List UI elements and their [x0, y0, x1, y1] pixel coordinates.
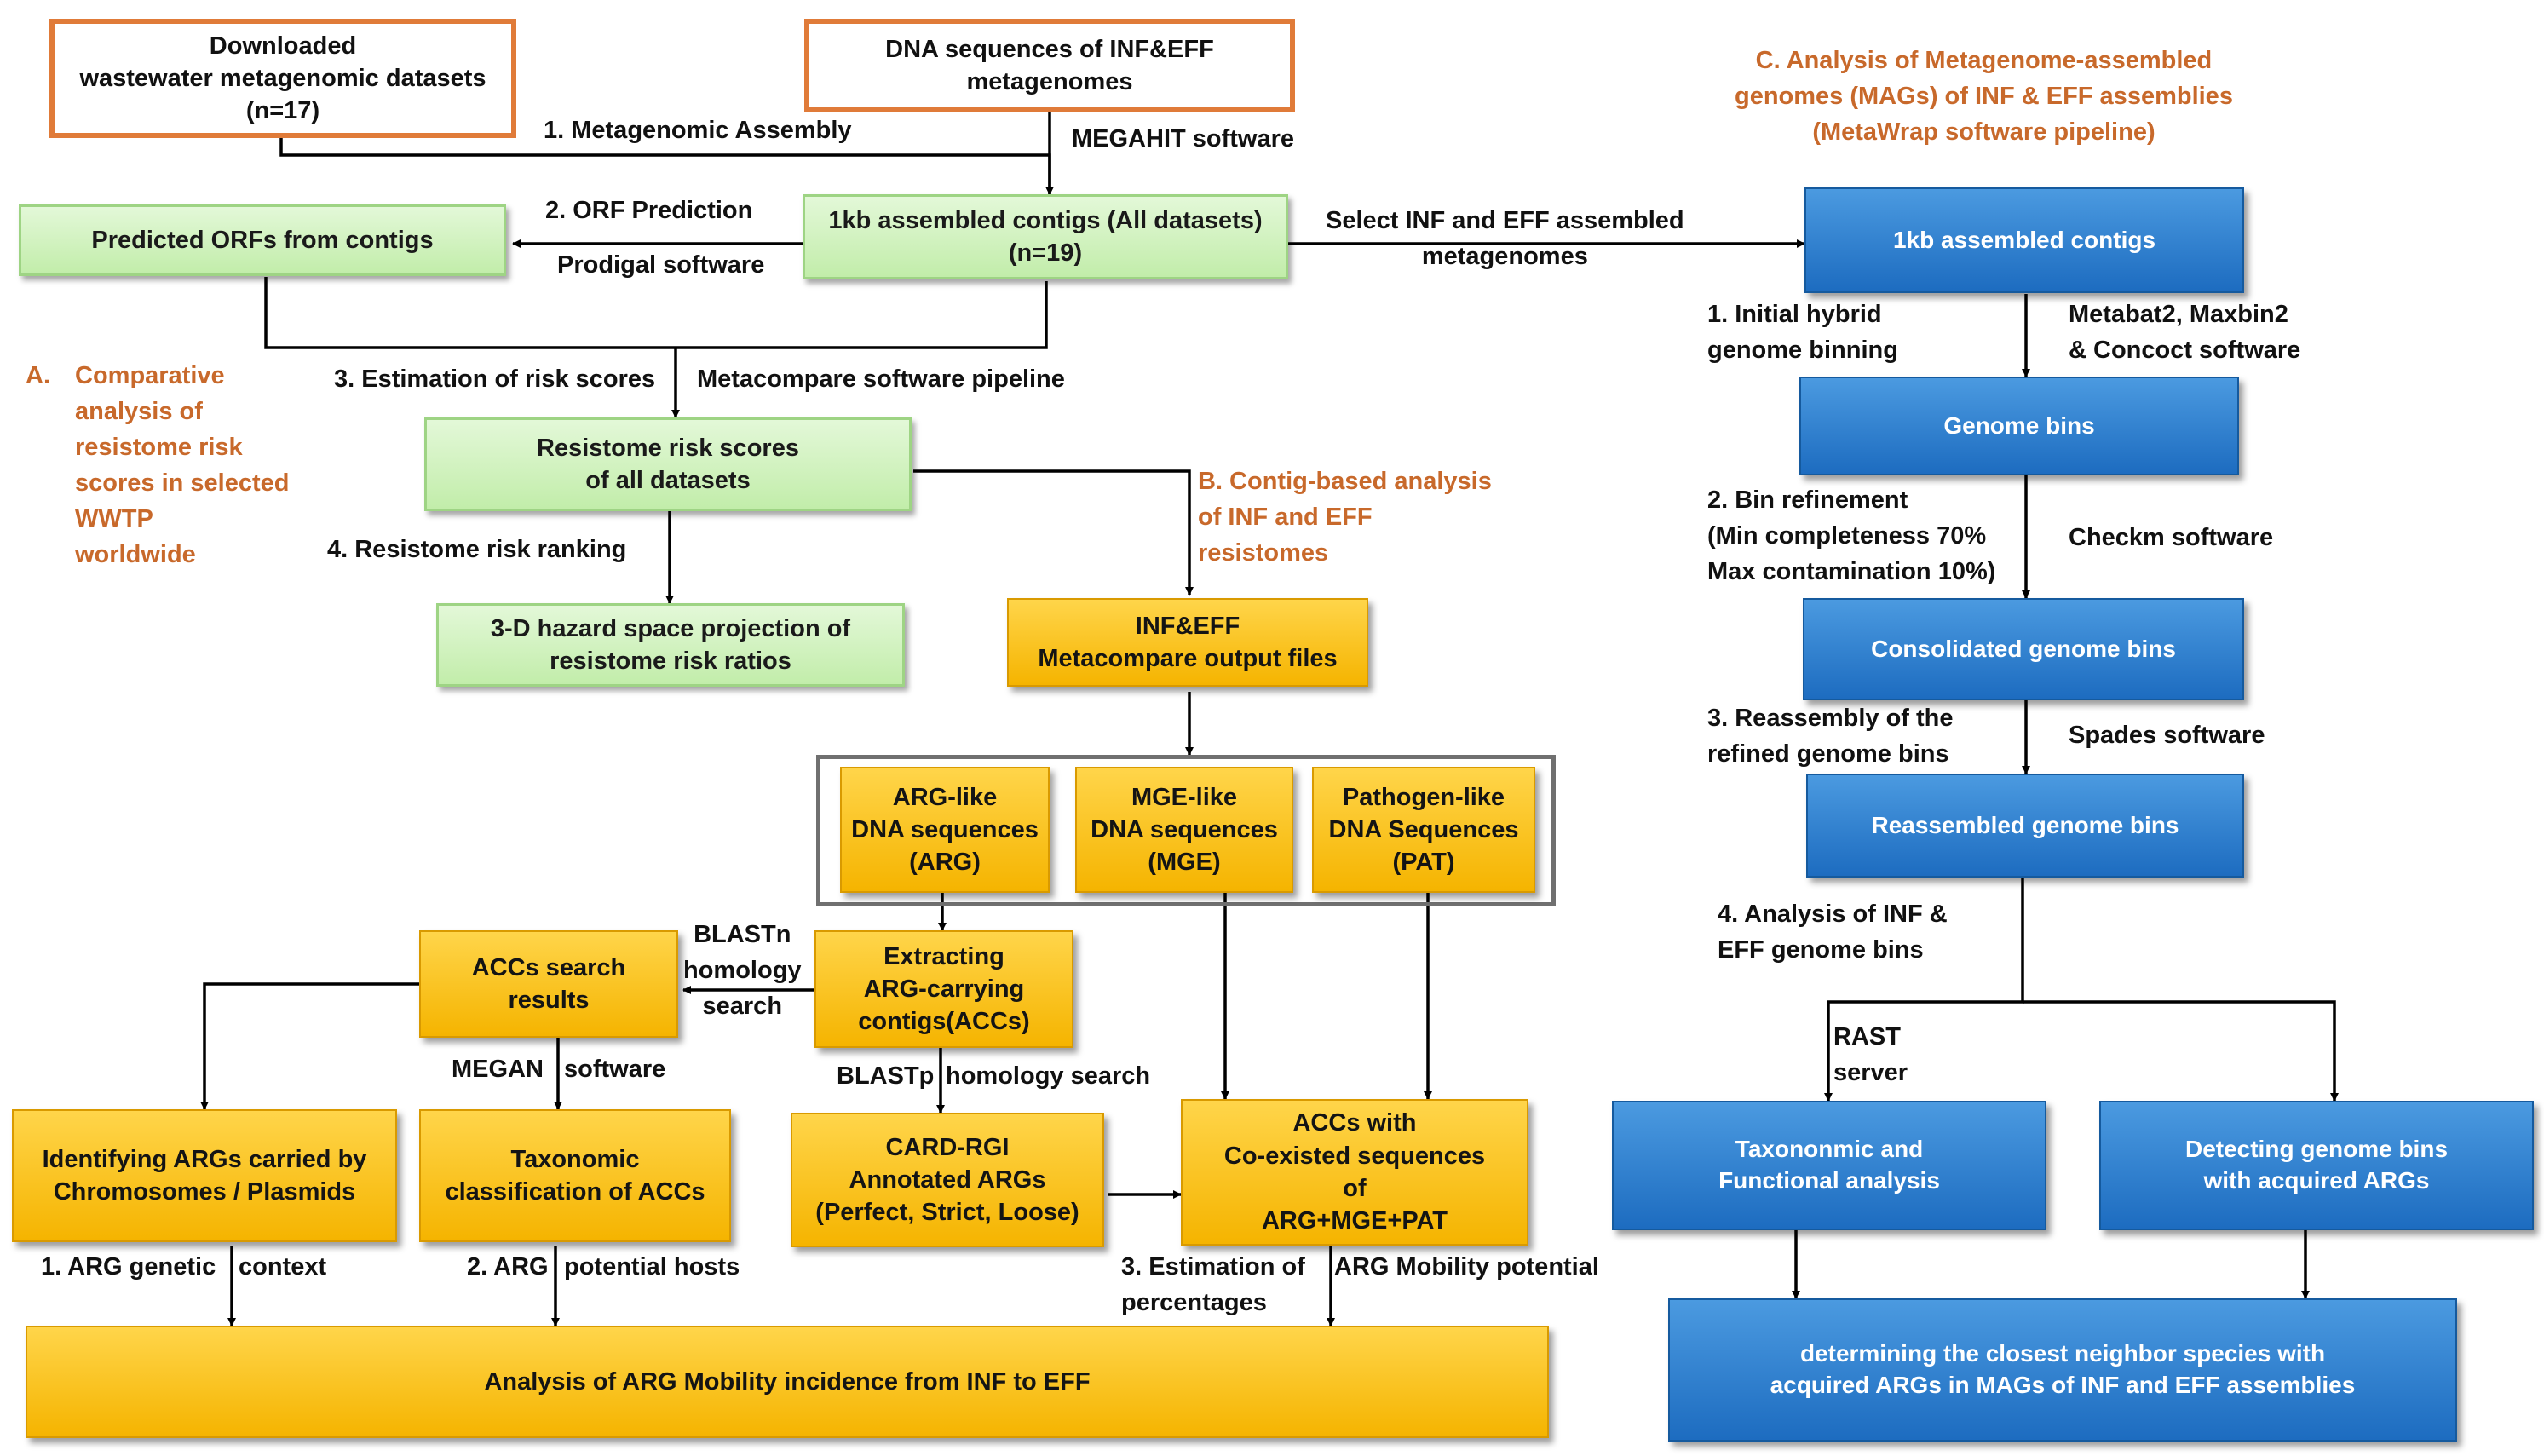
arrow-to-identify [200, 982, 419, 1110]
assembled-contigs-box: 1kb assembled contigs (All datasets) (n=… [803, 194, 1288, 279]
predicted-orfs-box: Predicted ORFs from contigs [19, 204, 506, 276]
label-hybrid-binning: 1. Initial hybrid genome binning [1707, 301, 1898, 365]
label-select-assemblies: Select INF and EFF assembled metagenomes [1326, 207, 1684, 271]
label-estimation-percentages: 3. Estimation of percentages [1121, 1253, 1305, 1317]
pathogen-like-box: Pathogen-like DNA Sequences (PAT) [1312, 767, 1535, 893]
label-blastn: BLASTn homology search [683, 921, 802, 1021]
taxonomic-accs-box: Taxonomic classification of ACCs [419, 1109, 731, 1242]
label-metagenomic-assembly: 1. Metagenomic Assembly [544, 117, 852, 144]
arrow-to-detect [2023, 1000, 2339, 1102]
label-orf-prediction: 2. ORF Prediction [545, 197, 753, 224]
reassembled-bins-box: Reassembled genome bins [1806, 774, 2244, 878]
taxonomic-functional-box: Taxononmic and Functional analysis [1612, 1101, 2046, 1230]
detecting-bins-box: Detecting genome bins with acquired ARGs [2099, 1101, 2534, 1230]
label-megan: MEGAN [452, 1056, 544, 1083]
label-megahit: MEGAHIT software [1072, 125, 1295, 153]
label-arg-genetic: 1. ARG genetic [41, 1253, 216, 1280]
label-arg-hosts: 2. ARG [467, 1253, 549, 1280]
label-mobility-potential: ARG Mobility potential [1334, 1253, 1599, 1280]
sequence-category-group [816, 755, 1556, 906]
arg-like-box: ARG-like DNA sequences (ARG) [840, 767, 1050, 893]
line-orfs-down [264, 277, 1048, 349]
label-risk-ranking: 4. Resistome risk ranking [327, 536, 627, 563]
closest-neighbor-box: determining the closest neighbor species… [1668, 1298, 2457, 1442]
hazard-space-box: 3-D hazard space projection of resistome… [436, 603, 905, 687]
risk-scores-box: Resistome risk scores of all datasets [424, 417, 912, 511]
label-risk-estimation: 3. Estimation of risk scores [334, 365, 656, 393]
arrow-to-metacompare [913, 469, 1194, 596]
label-binning-software: Metabat2, Maxbin2 & Concoct software [2069, 301, 2301, 365]
section-b-title: B. Contig-based analysis of INF and EFF … [1198, 468, 1492, 567]
metacompare-output-box: INF&EFF Metacompare output files [1007, 598, 1368, 687]
downloaded-datasets-box: Downloaded wastewater metagenomic datase… [49, 19, 516, 138]
extracting-accs-box: Extracting ARG-carrying contigs(ACCs) [814, 930, 1073, 1048]
section-a-title: Comparative analysis of resistome risk s… [75, 362, 290, 569]
label-context: context [239, 1253, 327, 1280]
label-potential-hosts: potential hosts [564, 1253, 740, 1280]
line-bins-split [1824, 878, 2024, 1102]
label-checkm: Checkm software [2069, 524, 2274, 551]
label-reassembly: 3. Reassembly of the refined genome bins [1707, 705, 1954, 768]
identifying-args-box: Identifying ARGs carried by Chromosomes … [12, 1109, 397, 1242]
acc-search-results-box: ACCs search results [419, 930, 678, 1038]
genome-bins-box: Genome bins [1799, 377, 2239, 475]
dna-sequences-box: DNA sequences of INF&EFF metagenomes [804, 19, 1295, 112]
mag-contigs-box: 1kb assembled contigs [1804, 187, 2244, 293]
label-blastp: BLASTp [837, 1062, 935, 1090]
label-megan-software: software [564, 1056, 666, 1083]
label-metacompare-pipeline: Metacompare software pipeline [697, 365, 1065, 393]
accs-coexisted-box: ACCs with Co-existed sequences of ARG+MG… [1181, 1099, 1528, 1246]
label-bin-refinement: 2. Bin refinement (Min completeness 70% … [1707, 486, 1996, 586]
label-rast: RAST server [1833, 1023, 1908, 1087]
section-c-title: C. Analysis of Metagenome-assembled geno… [1735, 47, 2233, 147]
label-blastp-homology: homology search [946, 1062, 1151, 1090]
mobility-analysis-box: Analysis of ARG Mobility incidence from … [26, 1326, 1549, 1438]
label-analysis-bins: 4. Analysis of INF & EFF genome bins [1718, 901, 1948, 964]
section-a-marker: A. [26, 362, 50, 389]
card-rgi-box: CARD-RGI Annotated ARGs (Perfect, Strict… [791, 1113, 1104, 1247]
label-spades: Spades software [2069, 722, 2265, 749]
label-prodigal: Prodigal software [557, 251, 765, 279]
consolidated-bins-box: Consolidated genome bins [1803, 598, 2244, 700]
mge-like-box: MGE-like DNA sequences (MGE) [1075, 767, 1293, 893]
